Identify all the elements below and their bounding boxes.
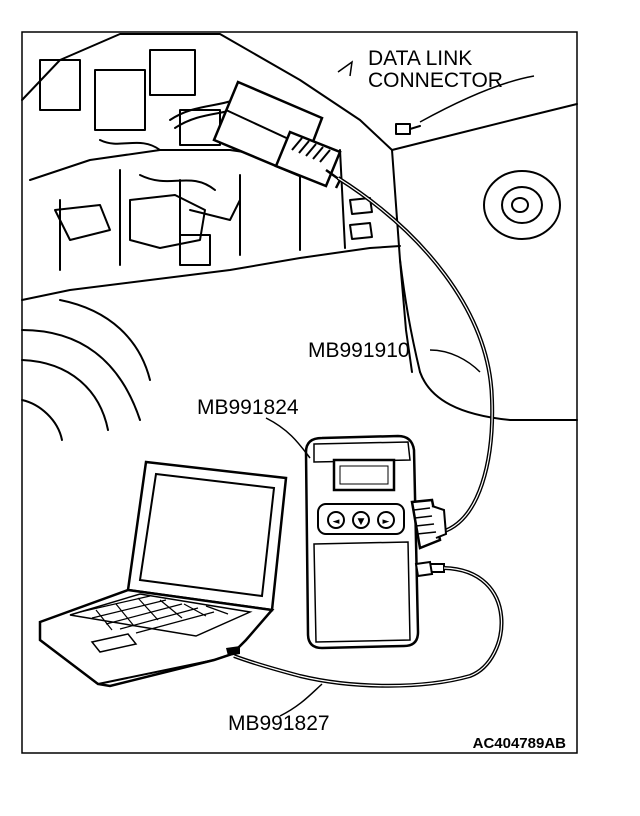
leader-data-link-connector [419,75,535,123]
tester-button-middle[interactable]: ▼ [352,511,370,529]
svg-text:▼: ▼ [358,517,365,527]
svg-text:►: ► [383,517,390,527]
leader-pointer-mark [337,60,353,77]
dashboard-underside-illustration [21,33,578,441]
tester-button-left[interactable]: ◄ [327,511,345,529]
figure-id-label: AC404789AB [473,735,567,752]
leader-mb991824 [265,417,311,459]
laptop-computer [38,460,288,688]
diagnostic-tester-mb991824: ◄ ▼ ► [304,434,448,650]
data-link-connector [212,80,342,189]
label-mb991910: MB991910 [308,339,410,362]
label-data-link-line1: DATA LINK [368,47,472,70]
tester-display [332,458,396,492]
callout-leaders [265,75,535,717]
svg-text:◄: ◄ [333,517,340,527]
label-mb991824: MB991824 [197,396,299,419]
leader-mb991827 [279,683,323,717]
body-grommet [483,170,561,240]
label-mb991827: MB991827 [228,712,330,735]
leader-mb991910 [429,349,481,373]
tester-button-right[interactable]: ► [377,511,395,529]
figure-frame [21,31,578,754]
label-data-link-line2: CONNECTOR [368,69,503,92]
